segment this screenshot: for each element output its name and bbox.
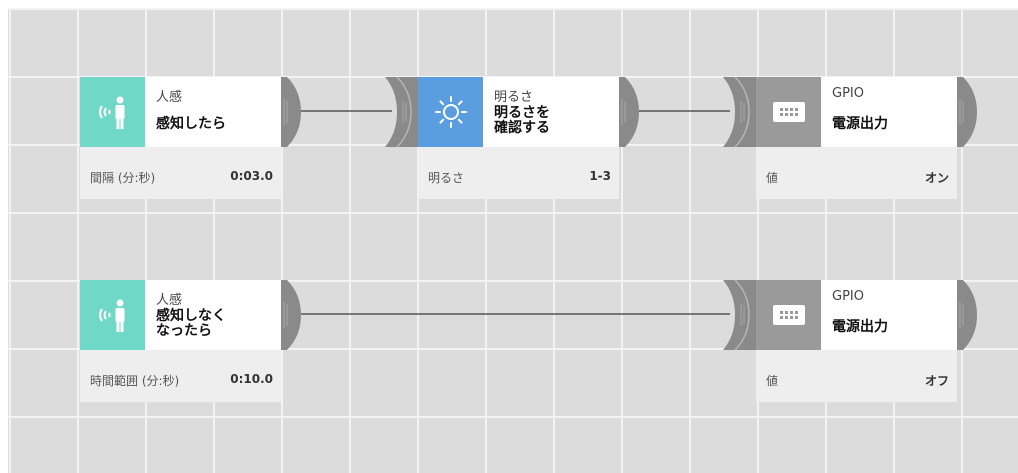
input-port[interactable] <box>723 280 756 350</box>
block-action: 感知したら <box>156 116 226 132</box>
param-value[interactable]: 0:10.0 <box>230 372 273 386</box>
gpio-power-off-block[interactable]: GPIO 電源出力 値 オフ <box>723 280 977 402</box>
block-action: 明るさを 確認する <box>494 106 616 136</box>
output-port[interactable] <box>957 280 977 350</box>
block-action-line-2: なったら <box>156 323 212 339</box>
block-action-line-1: 感知しなく <box>156 308 226 324</box>
param-label: 値 <box>766 171 779 185</box>
block-parameter-row[interactable]: 値 オン <box>756 147 957 199</box>
block-action: 電源出力 <box>832 319 888 335</box>
gpio-power-on-block[interactable]: GPIO 電源出力 値 オン <box>723 77 977 199</box>
param-value[interactable]: オン <box>924 171 949 185</box>
block-parameter-row[interactable]: 値 オフ <box>756 350 957 402</box>
input-port[interactable] <box>385 77 418 147</box>
motion-sensor-icon <box>80 77 145 147</box>
block-parameter-row[interactable]: 間隔 (分:秒) 0:03.0 <box>80 147 281 199</box>
gpio-chip-icon <box>756 77 821 147</box>
brightness-sun-icon <box>418 77 483 147</box>
check-brightness-block[interactable]: 明るさ 明るさを 確認する 明るさ 1-3 <box>385 77 639 199</box>
block-header: 人感 感知しなく なったら <box>80 280 281 350</box>
connector-lines <box>298 110 730 315</box>
block-action: 電源出力 <box>832 116 888 132</box>
param-label: 値 <box>766 374 779 388</box>
motion-detected-block[interactable]: 人感 感知したら 間隔 (分:秒) 0:03.0 <box>80 77 301 199</box>
block-parameter-row[interactable]: 時間範囲 (分:秒) 0:10.0 <box>80 350 281 402</box>
block-category: 明るさ <box>494 90 534 105</box>
output-port[interactable] <box>957 77 977 147</box>
block-category: GPIO <box>832 289 864 304</box>
gpio-chip-icon <box>756 280 821 350</box>
motion-sensor-icon <box>80 280 145 350</box>
param-value[interactable]: 0:03.0 <box>230 169 273 183</box>
block-header: GPIO 電源出力 <box>756 280 957 350</box>
input-port[interactable] <box>723 77 756 147</box>
output-port[interactable] <box>619 77 639 147</box>
output-port[interactable] <box>281 77 301 147</box>
output-port[interactable] <box>281 280 301 350</box>
block-action: 感知しなく なったら <box>156 309 278 339</box>
block-category: 人感 <box>156 293 183 308</box>
param-label: 時間範囲 (分:秒) <box>90 374 180 388</box>
block-category: GPIO <box>832 86 864 101</box>
block-action-line-1: 明るさを <box>494 105 550 121</box>
block-header: 人感 感知したら <box>80 77 281 147</box>
flow-canvas[interactable]: 人感 感知したら 間隔 (分:秒) 0:03.0 <box>8 8 1018 473</box>
block-category: 人感 <box>156 90 183 105</box>
block-header: 明るさ 明るさを 確認する <box>418 77 619 147</box>
param-label: 間隔 (分:秒) <box>90 171 156 185</box>
param-label: 明るさ <box>428 171 465 185</box>
block-action-line-2: 確認する <box>494 120 550 136</box>
block-header: GPIO 電源出力 <box>756 77 957 147</box>
motion-not-detected-block[interactable]: 人感 感知しなく なったら 時間範囲 (分:秒) 0:10.0 <box>80 280 301 402</box>
param-value[interactable]: 1-3 <box>589 169 611 183</box>
param-value[interactable]: オフ <box>924 374 949 388</box>
block-parameter-row[interactable]: 明るさ 1-3 <box>418 147 619 199</box>
